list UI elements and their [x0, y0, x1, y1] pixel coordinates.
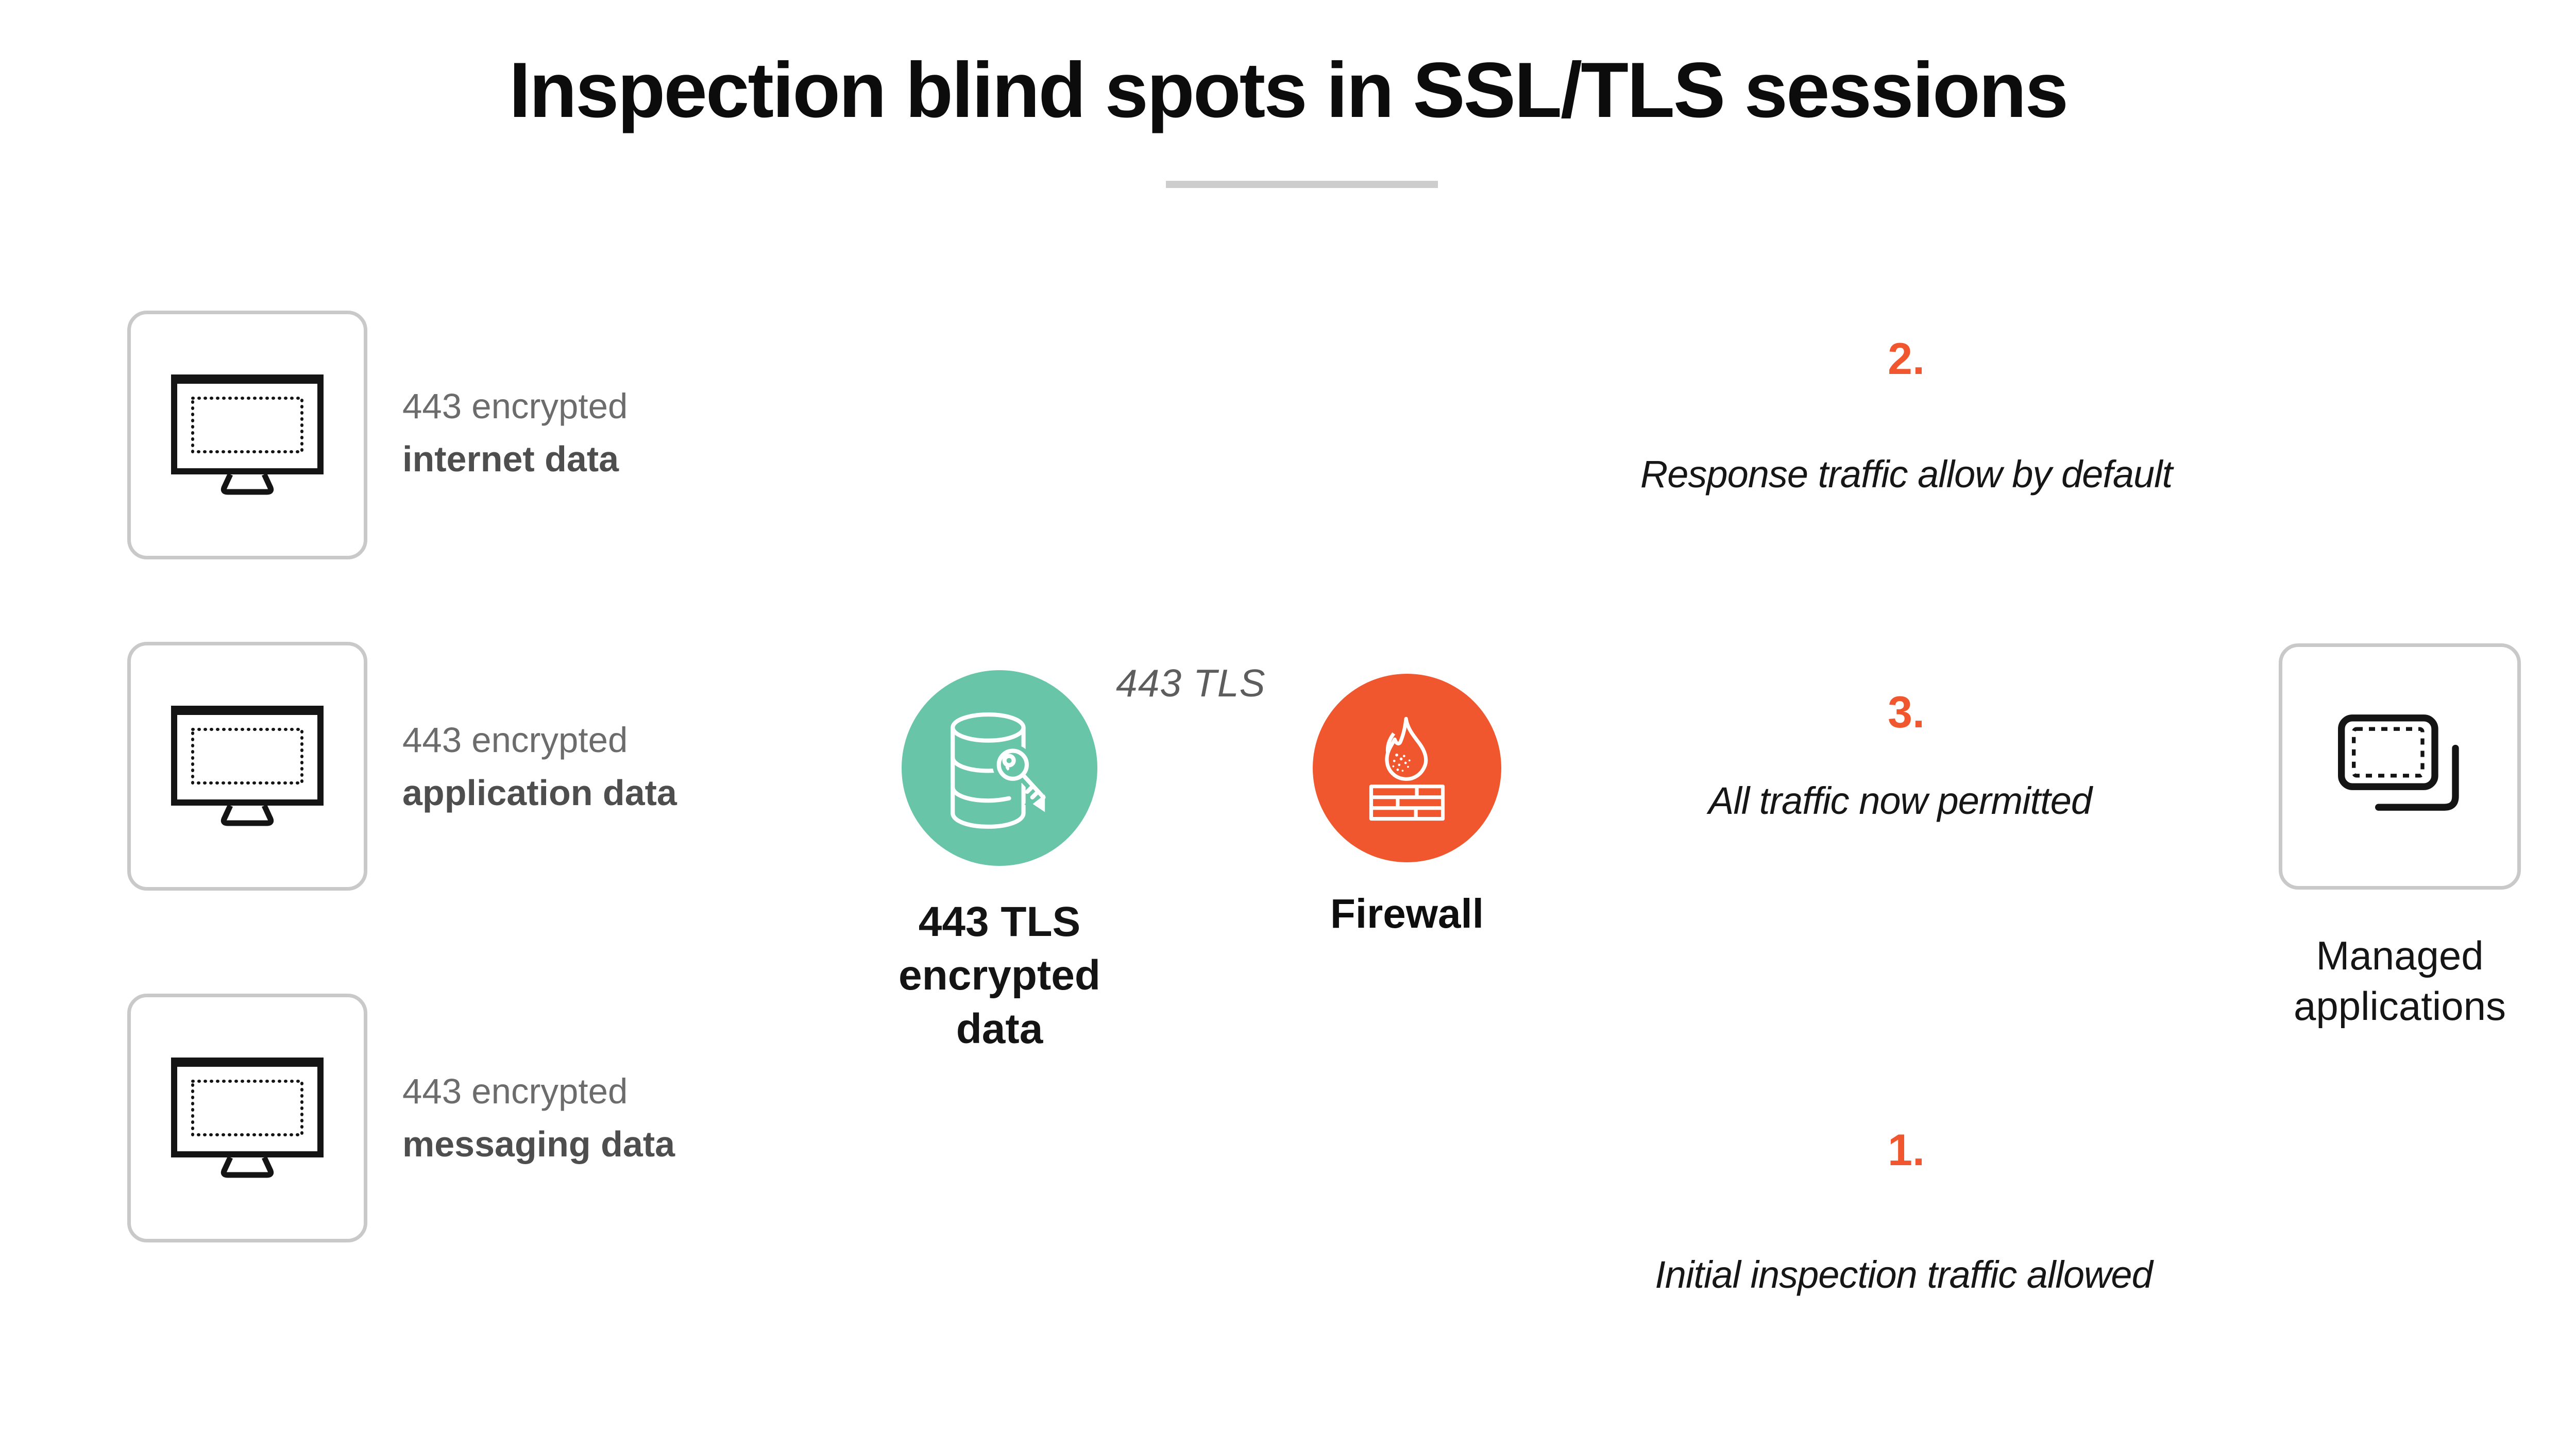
- managed-label-line: Managed: [2316, 933, 2484, 978]
- tls-label-line: data: [956, 1005, 1043, 1052]
- managed-applications-label: Managed applications: [2266, 930, 2534, 1031]
- tls-node: [902, 670, 1097, 866]
- label-line: application data: [402, 773, 677, 813]
- database-key-icon: [950, 712, 1050, 829]
- arrow-tls-to-firewall: [1118, 752, 1284, 783]
- flow-2-number: 2.: [1888, 334, 1925, 384]
- source-box-messaging: [127, 994, 367, 1242]
- flow-2-caption: Response traffic allow by default: [1640, 453, 2173, 496]
- title-underline: [1166, 181, 1438, 188]
- monitor-icon: [171, 1057, 324, 1178]
- tls-label-line: encrypted: [899, 952, 1100, 999]
- managed-label-line: applications: [2294, 983, 2506, 1029]
- tls-node-label: 443 TLS encrypted data: [829, 895, 1170, 1056]
- firewall-icon: [1369, 717, 1445, 821]
- label-internet-data: 443 encrypted internet data: [402, 380, 794, 485]
- monitor-icon: [171, 374, 324, 495]
- label-line: 443 encrypted: [402, 1071, 628, 1111]
- monitor-icon: [171, 705, 324, 826]
- label-line: messaging data: [402, 1124, 675, 1164]
- flow-3-path: [1538, 752, 2255, 783]
- label-line: internet data: [402, 439, 619, 479]
- arrow-messaging-to-tls: [790, 1077, 1043, 1137]
- firewall-label: Firewall: [1330, 891, 1484, 936]
- page-title: Inspection blind spots in SSL/TLS sessio…: [509, 46, 2069, 134]
- flow-1-number: 1.: [1888, 1126, 1925, 1175]
- flow-2-path: [1388, 402, 2407, 643]
- tls-arrow-label: 443 TLS: [1116, 661, 1266, 705]
- label-line: 443 encrypted: [402, 386, 628, 426]
- flow-1-caption: Initial inspection traffic allowed: [1655, 1253, 2153, 1296]
- tls-label-line: 443 TLS: [918, 898, 1081, 945]
- label-line: 443 encrypted: [402, 720, 628, 760]
- source-box-application: [127, 642, 367, 891]
- firewall-node: [1313, 674, 1501, 862]
- source-box-internet: [127, 311, 367, 559]
- arrow-application-to-tls: [790, 752, 897, 783]
- label-messaging-data: 443 encrypted messaging data: [402, 1065, 794, 1170]
- managed-applications-box: [2279, 643, 2521, 890]
- managed-apps-icon: [2338, 714, 2459, 811]
- flow-3-number: 3.: [1888, 688, 1925, 737]
- label-application-data: 443 encrypted application data: [402, 714, 794, 819]
- flow-3-caption: All traffic now permitted: [1708, 779, 2092, 822]
